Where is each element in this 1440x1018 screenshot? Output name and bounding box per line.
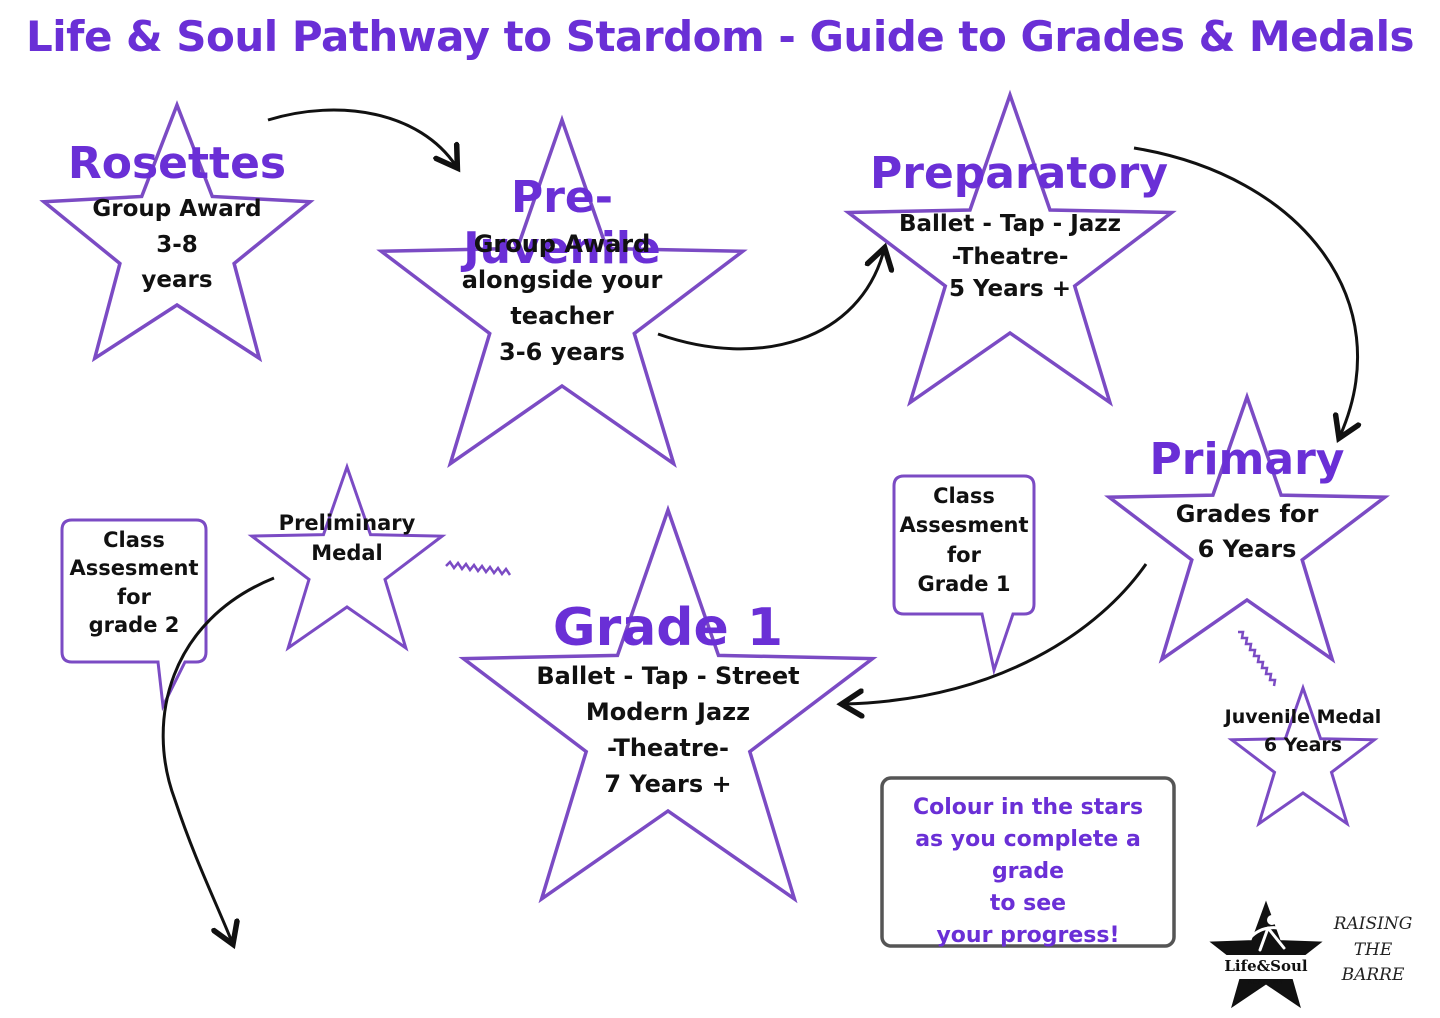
star-body-juvenile-medal: Juvenile Medal 6 Years	[1224, 706, 1382, 756]
star-title-grade-1: Grade 1	[552, 598, 784, 658]
dancer-head	[1267, 915, 1277, 925]
logo-sub: ACADEMY	[1247, 979, 1285, 986]
star-body-rosettes: Group Award 3-8 years	[92, 196, 262, 294]
star-title-primary: Primary	[1149, 434, 1345, 485]
star-title-preparatory: Preparatory	[870, 148, 1169, 199]
star-juvenile-medal	[1227, 683, 1379, 828]
star-body-grade-1: Ballet - Tap - Street Modern Jazz -Theat…	[536, 662, 800, 798]
bubble-grade-1-assessment	[892, 474, 1036, 676]
page-title: Life & Soul Pathway to Stardom - Guide t…	[26, 12, 1414, 61]
star-body-preparatory: Ballet - Tap - Jazz -Theatre- 5 Years +	[898, 211, 1122, 303]
dancer-silhouette	[1248, 926, 1296, 952]
arrow-preparatory-to-primary	[1133, 146, 1358, 436]
star-preliminary-medal	[247, 462, 447, 652]
progress-note-box	[880, 776, 1176, 948]
progress-note-text: Colour in the stars as you complete a gr…	[912, 795, 1144, 948]
logo-name-banner	[1224, 955, 1308, 979]
bubble-text-grade-1-assessment: Class Assesment for Grade 1	[899, 484, 1029, 597]
star-body-pre-juvenile: Group Award alongside your teacher 3-6 y…	[461, 230, 663, 366]
bubble-text-grade-2-assessment: Class Assesment for grade 2	[69, 528, 199, 638]
star-rosettes	[39, 100, 315, 363]
star-title-rosettes: Rosettes	[67, 138, 287, 189]
connector-grade-1-to-preliminary-medal	[445, 560, 512, 577]
bubble-grade-2-assessment	[60, 518, 208, 712]
star-grade-1	[458, 504, 878, 904]
arrow-pre-juvenile-to-preparatory	[657, 250, 884, 351]
star-body-primary: Grades for 6 Years	[1175, 500, 1319, 563]
arrow-rosettes-to-pre-juvenile	[267, 108, 456, 166]
star-dancer-icon	[1209, 900, 1323, 1009]
star-preparatory	[843, 89, 1177, 407]
logo-tagline: RAISING THE BARRE	[1333, 914, 1413, 985]
star-title-pre-juvenile: Pre-Juvenile	[463, 172, 661, 274]
star-body-preliminary-medal: Preliminary Medal	[278, 511, 416, 566]
logo-name: Life&Soul	[1224, 957, 1308, 975]
arrow-grade-1-onward	[161, 576, 275, 942]
arrow-primary-to-grade-1	[844, 563, 1148, 704]
star-pre-juvenile	[376, 114, 748, 469]
connector-primary-to-juvenile-medal	[1238, 630, 1277, 687]
star-primary	[1104, 391, 1390, 664]
